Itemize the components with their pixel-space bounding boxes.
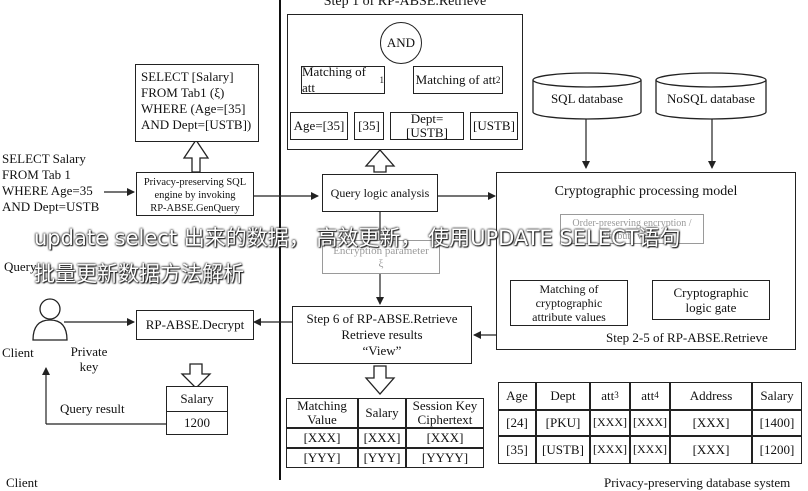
match-att1-sub: 1 [379,75,385,85]
query-logic-label: Query logic analysis [330,185,430,200]
encrypted-query-box: SELECT [Salary] FROM Tab1 (ξ) WHERE (Age… [135,64,259,142]
encryption-parameter-box: Encryption parameter ξ [322,240,440,274]
view-header-salary: Salary [358,398,406,428]
step6-box: Step 6 of RP-ABSE.Retrieve Retrieve resu… [292,306,472,364]
crypto-matching-box: Matching of cryptographic attribute valu… [510,280,628,326]
db-header-salary: Salary [752,382,802,410]
db-cell: [XXX] [630,410,670,436]
overlay-title-line2: 批量更新数据方法解析 [34,262,244,286]
nosql-database-cylinder: NoSQL database [655,72,767,120]
query-label: Query [4,259,37,274]
salary-result-value: 1200 [166,411,228,435]
db-cell: [1200] [752,436,802,464]
db-cell: [24] [498,410,536,436]
db-cell: [1400] [752,410,802,436]
view-cell: [XXX] [406,428,484,448]
match-att1-label: Matching of att [302,64,366,95]
crypto-model-title: Cryptographic processing model [554,184,738,199]
db-cell: [XXX] [630,436,670,464]
match-att1-node: Matching of att 1 [301,64,385,95]
view-cell: [XXX] [358,428,406,448]
db-header-dept: Dept [536,382,590,410]
db-header-age: Age [498,382,536,410]
client-label: Client [2,345,34,360]
sql-database-cylinder: SQL database [532,72,642,120]
step2-5-label: Step 2-5 of RP-ABSE.Retrieve [606,330,768,345]
and-node: AND [380,22,422,64]
genquery-engine-box: Privacy-preserving SQL engine by invokin… [136,172,254,216]
query-logic-analysis-box: Query logic analysis [322,174,438,212]
faded-ope-box: Order-preserving encryption / attribute … [560,214,704,244]
private-key-label: Private key [70,344,108,374]
step1-title: Step 1 of RP-ABSE.Retrieve [323,0,487,9]
query-result-label: Query result [60,401,125,416]
salary-result-header: Salary [166,386,228,412]
view-cell: [YYY] [286,448,358,468]
db-cell: [XXX] [590,410,630,436]
leaf-age: Age=[35] [290,112,348,140]
view-cell: [YYY] [358,448,406,468]
and-node-label: AND [386,35,416,50]
db-cell: [USTB] [536,436,590,464]
db-cell: [35] [498,436,536,464]
leaf-dept: Dept=[USTB] [390,111,464,140]
db-cell: [XXX] [590,436,630,464]
sql-database-icon [532,72,642,120]
footer-client: Client [6,475,38,490]
db-header-address: Address [670,382,752,410]
match-att2-label: Matching of att [415,72,496,87]
view-header-session-key: Session Key Ciphertext [406,398,484,428]
leaf-35: [35] [354,112,384,140]
user-icon [32,298,68,341]
nosql-database-label: NoSQL database [667,91,755,106]
decrypt-box: RP-ABSE.Decrypt [136,310,254,340]
nosql-database-icon [655,72,767,120]
match-att2-sub: 2 [495,75,501,85]
view-cell: [XXX] [286,428,358,448]
leaf-ustb: [USTB] [470,112,518,140]
overlay-title-line1: update select 出来的数据， 高效更新， 使用UPDATE SELE… [34,226,681,250]
crypto-logic-gate-box: Cryptographic logic gate [652,280,770,320]
db-cell: [PKU] [536,410,590,436]
view-cell: [YYYY] [406,448,484,468]
db-cell: [XXX] [670,436,752,464]
view-header-matching: Matching Value [286,398,358,428]
decrypt-label: RP-ABSE.Decrypt [145,317,245,332]
db-cell: [XXX] [670,410,752,436]
sql-database-label: SQL database [550,91,624,106]
footer-system: Privacy-preserving database system [604,475,791,490]
sql-input-query: SELECT Salary FROM Tab 1 WHERE Age=35 AN… [2,151,100,214]
